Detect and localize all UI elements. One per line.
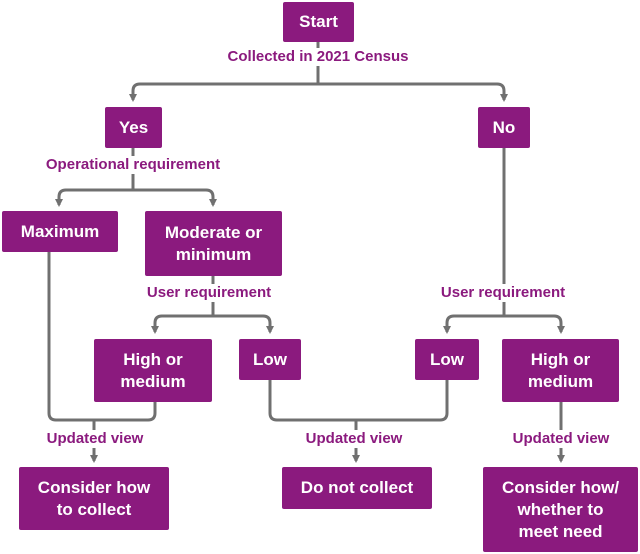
edge-label-user-requirement-left: User requirement	[144, 284, 274, 302]
edge-label-user-requirement-right: User requirement	[438, 284, 568, 302]
connector-to-yes	[129, 82, 318, 102]
connector-to-no	[318, 82, 508, 102]
node-moderate-or-minimum: Moderate or minimum	[145, 211, 282, 276]
node-low-left: Low	[239, 339, 301, 380]
node-consider-how-to-collect: Consider how to collect	[19, 467, 169, 530]
edge-label-operational-requirement: Operational requirement	[43, 156, 223, 174]
connector-to-high-right	[504, 314, 565, 334]
connector-low-left-merge	[268, 380, 356, 422]
connector-maximum-merge	[47, 252, 94, 422]
node-yes: Yes	[105, 107, 162, 148]
edge-label-updated-view-right: Updated view	[510, 430, 612, 448]
edge-label-updated-view-left: Updated view	[44, 430, 146, 448]
node-consider-how-whether-to-meet-need: Consider how/ whether to meet need	[483, 467, 638, 552]
connector-low-right-merge	[356, 380, 449, 422]
connector-high-left-merge	[94, 402, 157, 422]
node-high-or-medium-right: High or medium	[502, 339, 619, 402]
node-no: No	[478, 107, 530, 148]
connector-to-maximum	[55, 188, 133, 207]
connector-to-low-right	[443, 314, 504, 334]
node-maximum: Maximum	[2, 211, 118, 252]
node-do-not-collect: Do not collect	[282, 467, 432, 509]
node-high-or-medium-left: High or medium	[94, 339, 212, 402]
node-low-right: Low	[415, 339, 479, 380]
edge-label-collected-in-2021-census: Collected in 2021 Census	[225, 48, 411, 66]
connector-to-moderate	[133, 188, 217, 207]
connector-to-high-left	[151, 314, 213, 334]
connector-to-low-left	[213, 314, 274, 334]
node-start: Start	[283, 2, 354, 42]
edge-label-updated-view-middle: Updated view	[303, 430, 405, 448]
